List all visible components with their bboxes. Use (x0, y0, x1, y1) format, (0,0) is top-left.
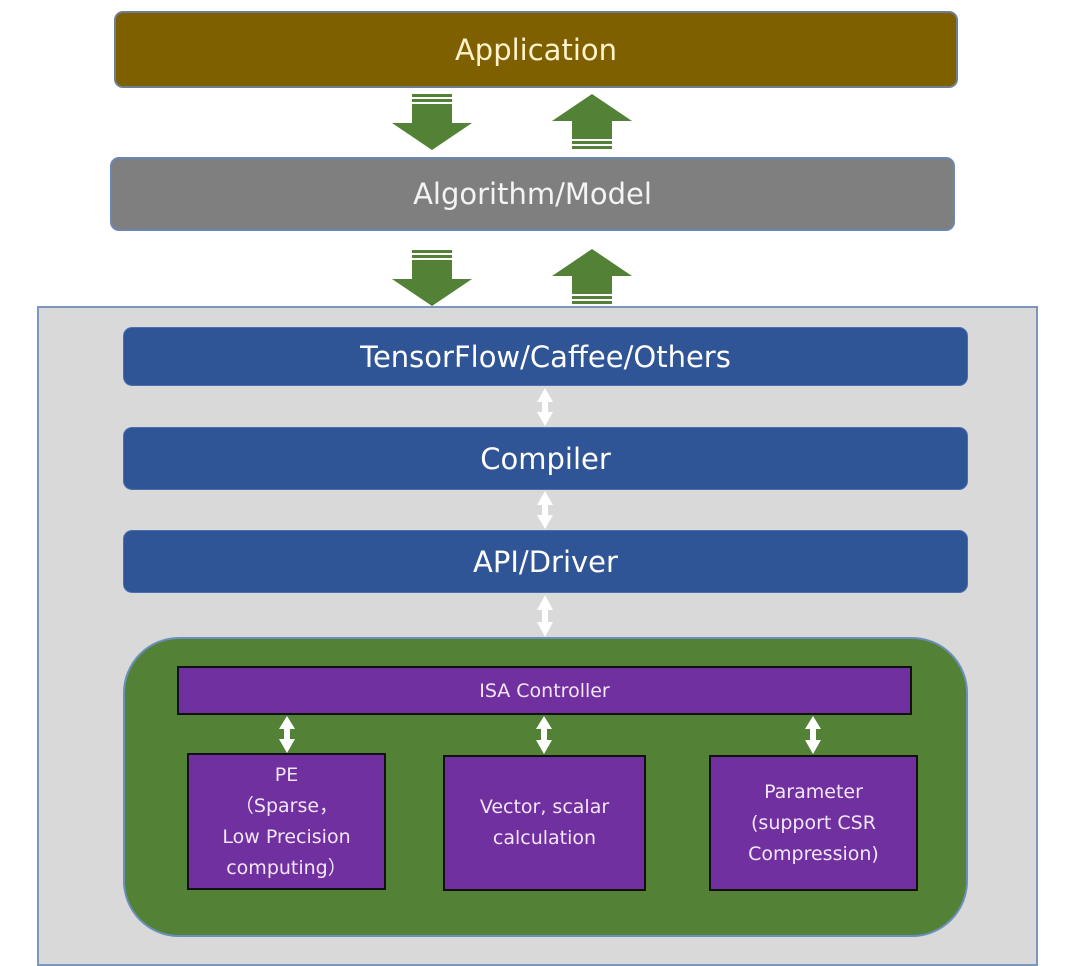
double-arrow-icon (537, 595, 553, 637)
down-arrow-icon (392, 250, 472, 306)
compiler-label: Compiler (480, 441, 611, 476)
double-arrow-icon (537, 491, 553, 529)
text-line: calculation (492, 827, 597, 849)
up-arrow-icon (552, 94, 632, 149)
down-arrow-icon (392, 94, 472, 150)
isa-controller-label: ISA Controller (479, 679, 610, 702)
text-line: (support CSR (751, 811, 876, 834)
pe-unit-text: PE （Sparse， Low Precision computing） (222, 760, 350, 884)
double-arrow-icon (805, 716, 821, 754)
text-line: Compression) (748, 842, 879, 865)
api-driver-label: API/Driver (473, 544, 618, 579)
algorithm-model-label: Algorithm/Model (413, 177, 652, 211)
text-line: PE (274, 763, 299, 786)
application-layer: Application (114, 11, 958, 88)
text-line: Parameter (764, 780, 863, 803)
api-driver-layer: API/Driver (123, 530, 968, 593)
text-line: （Sparse， (234, 794, 339, 817)
isa-controller: ISA Controller (177, 666, 912, 715)
double-arrow-icon (279, 716, 295, 753)
compiler-layer: Compiler (123, 427, 968, 490)
double-arrow-icon (537, 388, 553, 426)
framework-layer: TensorFlow/Caffee/Others (123, 327, 968, 386)
application-label: Application (454, 32, 618, 67)
parameter-unit: Parameter (support CSR Compression) (709, 755, 918, 891)
parameter-unit-text: Parameter (support CSR Compression) (748, 777, 879, 870)
text-line: Low Precision (222, 825, 351, 848)
algorithm-model-layer: Algorithm/Model (110, 157, 955, 231)
text-line: computing） (226, 856, 347, 879)
up-arrow-icon (552, 249, 632, 304)
vector-scalar-unit: Vector, scalar calculation (443, 755, 646, 891)
text-line: Vector, scalar (479, 796, 610, 818)
double-arrow-icon (536, 716, 552, 754)
vector-scalar-unit-text: Vector, scalar calculation (480, 792, 609, 854)
framework-label: TensorFlow/Caffee/Others (360, 339, 731, 374)
pe-unit: PE （Sparse， Low Precision computing） (187, 753, 386, 890)
